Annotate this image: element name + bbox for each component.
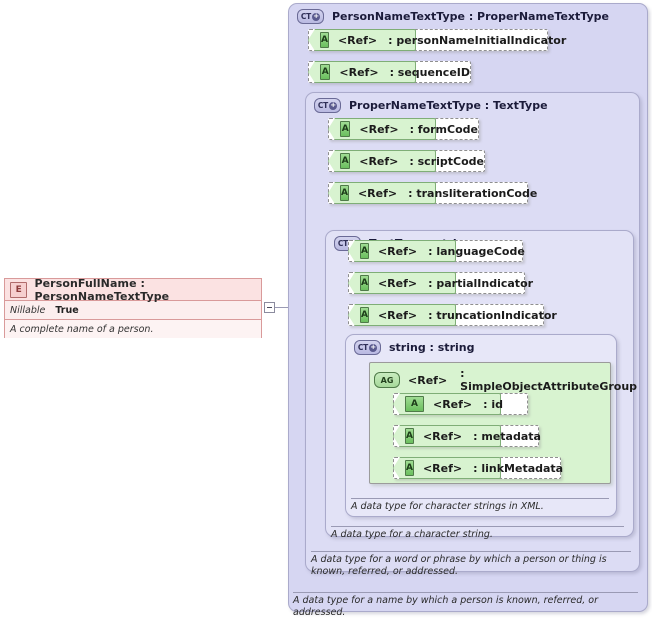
complextype-documentation-string: A data type for character strings in XML…	[351, 498, 609, 513]
attribute-chip-script-code[interactable]: A <Ref> : scriptCode	[328, 150, 485, 172]
attribute-shape	[348, 304, 456, 326]
attribute-icon: A	[360, 307, 369, 323]
attribute-chip-language-code[interactable]: A <Ref> : languageCode	[348, 240, 525, 262]
attribute-icon: A	[340, 153, 351, 169]
attribute-name: : scriptCode	[409, 154, 484, 168]
attribute-ref: <Ref>	[377, 244, 418, 258]
attribute-ref: <Ref>	[357, 186, 398, 200]
attribute-shape	[328, 182, 436, 204]
attribute-chip-sequence-id[interactable]: A <Ref> : sequenceID	[308, 61, 471, 83]
collapse-toggle-icon[interactable]	[264, 302, 275, 313]
complextype-documentation-proper-name-text-type: A data type for a word or phrase by whic…	[311, 551, 631, 578]
element-property-value: True	[55, 304, 79, 316]
attribute-ref: <Ref>	[339, 65, 379, 79]
attribute-ref: <Ref>	[377, 308, 418, 322]
connector-segment	[275, 307, 298, 308]
element-property-row: Nillable True	[5, 301, 261, 320]
attribute-chip-transliteration-code[interactable]: A <Ref> : transliterationCode	[328, 182, 537, 204]
complextype-documentation-text-type: A data type for a character string.	[331, 526, 624, 541]
attribute-name: : languageCode	[428, 244, 525, 258]
complextype-header: CT+ ProperNameTextType : TextType	[314, 98, 548, 113]
complextype-documentation-person-name-text-type: A data type for a name by which a person…	[293, 592, 638, 619]
plus-icon: +	[329, 100, 338, 110]
attribute-chip-id[interactable]: A <Ref> : id	[393, 393, 528, 415]
attribute-ref: <Ref>	[359, 154, 399, 168]
attribute-shape	[328, 118, 436, 140]
complextype-title: ProperNameTextType : TextType	[349, 99, 548, 112]
attribute-icon: A	[405, 396, 424, 412]
attribute-icon: A	[320, 32, 329, 48]
complextype-expand-icon[interactable]: CT+	[354, 340, 381, 355]
element-property-key: Nillable	[10, 304, 46, 316]
element-box-person-full-name[interactable]: E PersonFullName : PersonNameTextType Ni…	[4, 276, 262, 338]
attribute-name: : transliterationCode	[408, 186, 538, 200]
attribute-ref: <Ref>	[433, 397, 473, 411]
attribute-shape	[348, 240, 456, 262]
attribute-ref: <Ref>	[422, 461, 463, 475]
plus-icon: +	[312, 11, 321, 21]
attribute-shape	[308, 61, 416, 83]
attributegroup-name: : SimpleObjectAttributeGroup	[460, 367, 638, 393]
attribute-icon: A	[405, 460, 414, 476]
complextype-icon-label: CT	[337, 239, 349, 248]
complextype-expand-icon[interactable]: CT+	[314, 98, 341, 113]
attribute-icon: A	[340, 185, 349, 201]
attribute-name: : id	[483, 397, 504, 411]
plus-icon: +	[369, 342, 378, 352]
attribute-ref: <Ref>	[337, 33, 378, 47]
attribute-shape	[393, 457, 501, 479]
attribute-ref: <Ref>	[377, 276, 418, 290]
attribute-chip-person-name-initial-indicator[interactable]: A <Ref> : personNameInitialIndicator	[308, 29, 566, 51]
attribute-icon: A	[360, 275, 369, 291]
attribute-shape	[308, 29, 416, 51]
attribute-icon: A	[340, 121, 351, 137]
attribute-name: : personNameInitialIndicator	[388, 33, 567, 47]
attribute-name: : partialIndicator	[428, 276, 534, 290]
attribute-shape	[393, 425, 501, 447]
attributegroup-ref: <Ref>	[408, 373, 448, 387]
complextype-icon-label: CT	[357, 343, 369, 352]
attribute-name: : metadata	[473, 429, 541, 443]
attribute-chip-link-metadata[interactable]: A <Ref> : linkMetadata	[393, 457, 564, 479]
element-title: PersonFullName : PersonNameTextType	[34, 276, 170, 303]
attribute-ref: <Ref>	[422, 429, 463, 443]
attribute-icon: A	[320, 64, 331, 80]
attribute-shape	[328, 150, 436, 172]
attribute-name: : truncationIndicator	[428, 308, 557, 322]
attribute-ref: <Ref>	[359, 122, 399, 136]
attribute-name: : formCode	[409, 122, 478, 136]
complextype-expand-icon[interactable]: CT+	[297, 9, 324, 24]
complextype-header: CT+ string : string	[354, 340, 474, 355]
complextype-icon-label: CT	[317, 101, 329, 110]
attribute-icon: A	[405, 428, 414, 444]
attributegroup-header: AG <Ref> : SimpleObjectAttributeGroup	[374, 367, 638, 393]
element-documentation: A complete name of a person.	[5, 320, 261, 338]
element-header: E PersonFullName : PersonNameTextType	[5, 276, 261, 303]
complextype-title: PersonNameTextType : ProperNameTextType	[332, 10, 609, 23]
attribute-chip-partial-indicator[interactable]: A <Ref> : partialIndicator	[348, 272, 533, 294]
attribute-name: : linkMetadata	[473, 461, 564, 475]
complextype-title: string : string	[389, 341, 475, 354]
element-icon: E	[10, 281, 28, 298]
attribute-chip-form-code[interactable]: A <Ref> : formCode	[328, 118, 479, 140]
attribute-name: : sequenceID	[389, 65, 470, 79]
attribute-icon: A	[360, 243, 369, 259]
complextype-icon-label: CT	[300, 12, 312, 21]
attribute-shape	[348, 272, 456, 294]
attribute-chip-truncation-indicator[interactable]: A <Ref> : truncationIndicator	[348, 304, 557, 326]
complextype-header: CT+ PersonNameTextType : ProperNameTextT…	[297, 9, 609, 24]
attribute-chip-metadata[interactable]: A <Ref> : metadata	[393, 425, 541, 447]
attributegroup-icon: AG	[374, 372, 401, 388]
